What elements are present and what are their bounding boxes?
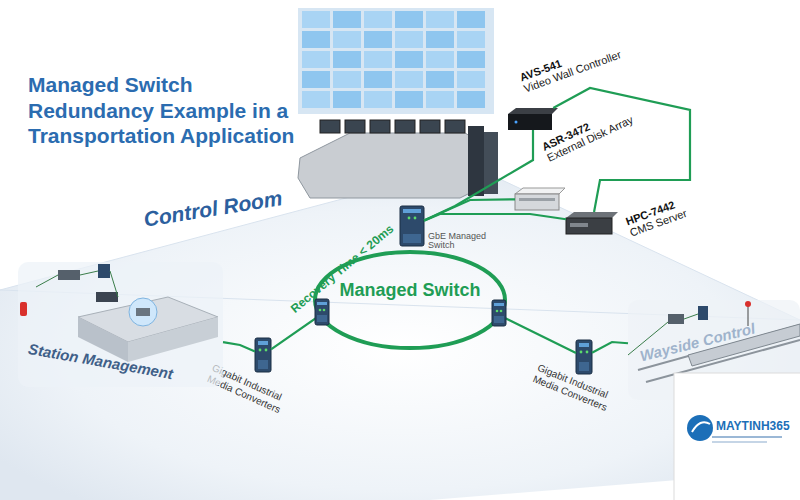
room-shape	[290, 8, 500, 206]
node-caption: Managed Switch	[315, 280, 505, 301]
video-wall-panel	[426, 31, 454, 48]
console-monitor	[445, 120, 465, 133]
conv-illustration	[576, 340, 592, 374]
network-link	[424, 214, 566, 221]
node-caption: AVS-541Video Wall Controller	[518, 37, 623, 95]
video-wall-panel	[426, 11, 454, 28]
node-caption: Control Room	[142, 186, 284, 232]
video-wall-panel	[395, 91, 423, 108]
switch-shape	[400, 206, 424, 246]
watermark-badge	[674, 373, 800, 500]
video-wall-panel	[395, 51, 423, 68]
video-wall-panel	[302, 31, 330, 48]
ring-switch-right	[492, 300, 506, 326]
video-wall-panel	[302, 71, 330, 88]
station-node: Station Management	[18, 262, 223, 387]
console-monitor	[420, 120, 440, 133]
video-wall-panel	[395, 71, 423, 88]
video-wall-panel	[302, 11, 330, 28]
video-wall-panel	[364, 51, 392, 68]
network-link	[271, 317, 321, 349]
video-wall-panel	[364, 11, 392, 28]
console-monitor	[345, 120, 365, 133]
video-wall-panel	[333, 11, 361, 28]
watermark-text: MAYTINH365	[716, 419, 790, 433]
conv-node: Gigabit Industrial Media Converters	[576, 340, 592, 374]
video-wall-panel	[457, 31, 485, 48]
disk-illustration	[515, 188, 565, 210]
station-illustration	[18, 262, 223, 387]
video-wall-panel	[302, 51, 330, 68]
network-link	[424, 130, 533, 220]
avs-shape	[508, 108, 558, 130]
server-rack	[468, 126, 484, 196]
video-wall-panel	[395, 31, 423, 48]
video-wall-panel	[333, 91, 361, 108]
conv-shape	[576, 340, 592, 374]
node-heading: GbE Managed Switch	[428, 232, 498, 251]
server-shape	[566, 212, 618, 234]
server-node: HPC-7442CMS Server	[566, 212, 618, 234]
avs-node: AVS-541Video Wall Controller	[508, 108, 558, 130]
conv-node: Gigabit Industrial Media Converters	[255, 338, 271, 372]
network-link	[223, 342, 255, 351]
video-wall-panel	[333, 51, 361, 68]
video-wall-panel	[426, 91, 454, 108]
room-node: Control Room	[290, 8, 500, 206]
disk-shape	[515, 188, 565, 210]
network-link	[424, 199, 515, 220]
video-wall-panel	[364, 31, 392, 48]
console-monitor	[370, 120, 390, 133]
video-wall-panel	[457, 51, 485, 68]
room-illustration	[298, 8, 498, 198]
recovery-time-label: Recovery Time < 20ms	[288, 222, 396, 316]
watermark-logo	[687, 415, 713, 441]
video-wall-panel	[457, 71, 485, 88]
network-link	[499, 317, 576, 353]
video-wall-panel	[333, 71, 361, 88]
video-wall-panel	[457, 91, 485, 108]
control-console	[298, 133, 490, 198]
server-illustration	[566, 212, 618, 234]
video-wall-panel	[302, 91, 330, 108]
console-monitor	[320, 120, 340, 133]
avs-illustration	[508, 108, 558, 130]
video-wall-panel	[426, 71, 454, 88]
conv-shape	[255, 338, 271, 372]
video-wall-panel	[364, 91, 392, 108]
diagram-title: Managed Switch Redundancy Example in a T…	[28, 72, 313, 149]
video-wall-panel	[333, 31, 361, 48]
console-monitor	[395, 120, 415, 133]
switch-node: GbE Managed Switch	[400, 206, 424, 246]
ring-switch-left	[315, 299, 329, 325]
video-wall-panel	[426, 51, 454, 68]
node-heading: Managed Switch	[315, 280, 505, 301]
video-wall-panel	[395, 11, 423, 28]
node-caption: GbE Managed Switch	[428, 232, 498, 251]
node-heading: Control Room	[142, 186, 284, 232]
switch-illustration	[400, 206, 424, 246]
network-link	[592, 342, 628, 353]
video-wall-panel	[364, 71, 392, 88]
watermark-box	[674, 373, 800, 500]
node-caption: HPC-7442CMS Server	[624, 196, 689, 239]
network-link	[553, 88, 690, 212]
conv-illustration	[255, 338, 271, 372]
disk-node: ASR-3472External Disk Array	[515, 188, 565, 210]
video-wall-panel	[457, 11, 485, 28]
